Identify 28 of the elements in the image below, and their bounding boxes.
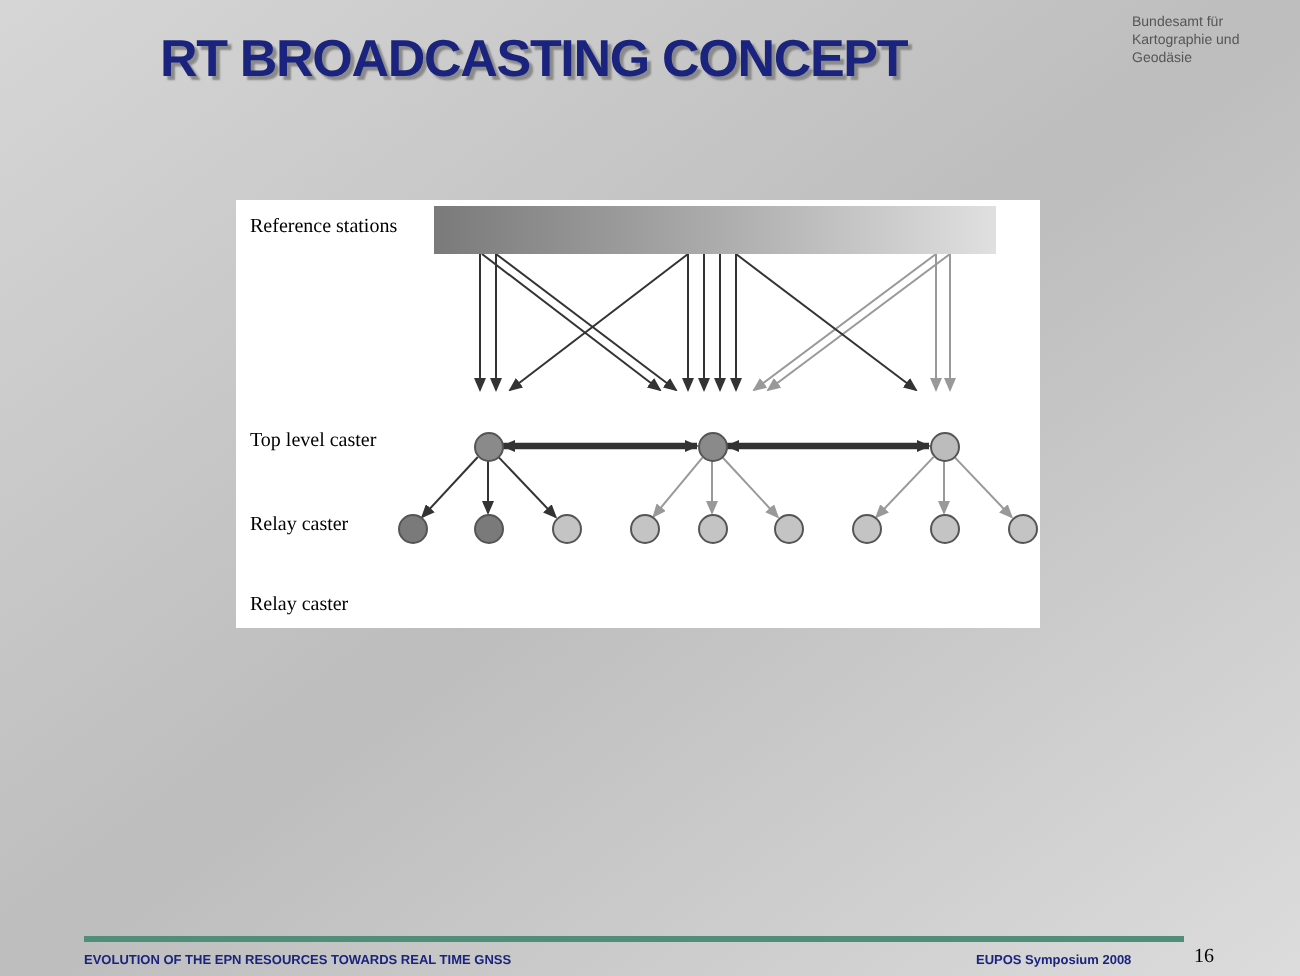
arrow: [482, 460, 494, 515]
reference-stations-bar: [434, 206, 996, 254]
arrow: [698, 253, 710, 392]
arrow: [497, 455, 558, 519]
arrow: [944, 253, 956, 392]
arrow: [938, 460, 950, 515]
arrow: [953, 455, 1014, 519]
arrow: [930, 253, 942, 392]
arrow: [874, 455, 935, 519]
arrow: [501, 440, 699, 452]
row-label: Relay caster: [250, 596, 349, 616]
arrow: [730, 253, 742, 392]
arrow: [682, 253, 694, 392]
slide-title: RT BROADCASTING CONCEPT: [160, 26, 908, 92]
arrow: [490, 253, 502, 392]
arrow: [474, 253, 486, 392]
page-number: 16: [1194, 944, 1214, 972]
arrow: [481, 253, 662, 392]
arrow: [725, 440, 931, 452]
row-label: Relay caster: [250, 516, 349, 536]
arrow: [652, 456, 704, 518]
arrow: [735, 253, 918, 392]
row-label: Top level caster: [250, 432, 377, 452]
row-label: Reference stations: [250, 218, 398, 238]
arrow: [420, 456, 479, 519]
arrow: [706, 460, 718, 515]
arrow: [721, 456, 780, 519]
arrow: [714, 253, 726, 392]
